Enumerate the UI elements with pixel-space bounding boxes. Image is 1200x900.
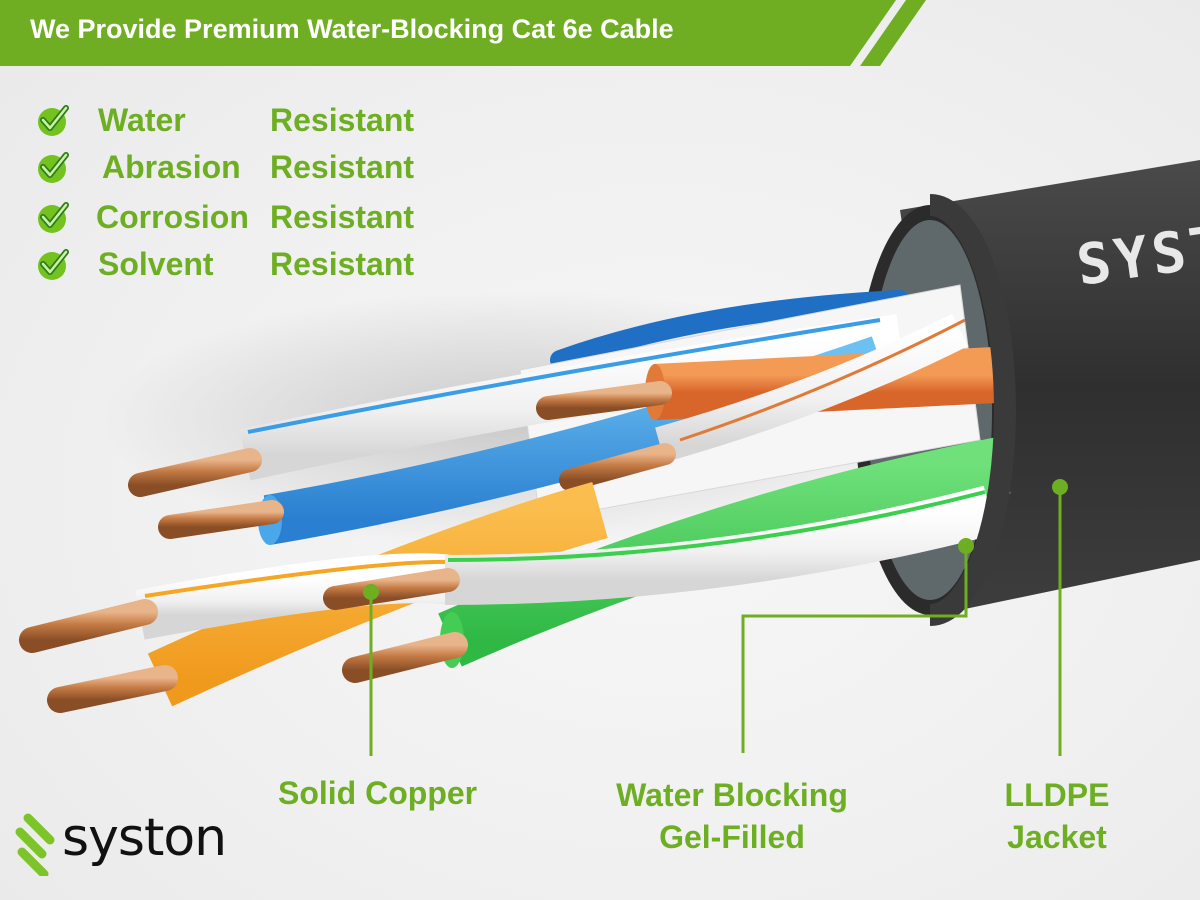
feature-item: Solvent Resistant [36, 244, 456, 284]
check-circle-icon [38, 202, 69, 233]
callout-jacket: LLDPE Jacket [990, 774, 1124, 858]
check-circle-icon [38, 152, 69, 183]
check-circle-icon [38, 105, 69, 136]
callout-water-blocking: Water Blocking Gel-Filled [606, 774, 858, 858]
feature-item: Corrosion Resistant [36, 197, 456, 237]
callout-line: Gel-Filled [659, 819, 805, 855]
leader-line-water-blocking [741, 546, 968, 753]
logo-text: syston [62, 808, 227, 868]
logo-mark-icon [15, 813, 55, 876]
feature-suffix: Resistant [270, 199, 415, 235]
brand-logo: syston [14, 808, 227, 882]
callout-dot-solid-copper [363, 584, 379, 600]
feature-item: Abrasion Resistant [36, 147, 456, 187]
banner-title: We Provide Premium Water-Blocking Cat 6e… [30, 14, 674, 44]
feature-name: Water [98, 102, 186, 138]
banner-shape [0, 0, 926, 66]
callout-line: Water Blocking [616, 777, 848, 813]
feature-name: Solvent [98, 246, 214, 282]
callout-line: Solid Copper [278, 775, 478, 811]
callout-dot-jacket [1052, 479, 1068, 495]
callout-dot-water-blocking [958, 538, 974, 554]
feature-suffix: Resistant [270, 149, 415, 185]
feature-suffix: Resistant [270, 102, 415, 138]
callout-line: Jacket [1007, 819, 1107, 855]
feature-name: Corrosion [96, 199, 249, 235]
feature-item: Water Resistant [36, 100, 456, 140]
callout-solid-copper: Solid Copper [278, 772, 477, 814]
check-circle-icon [38, 249, 69, 280]
header-banner: We Provide Premium Water-Blocking Cat 6e… [0, 0, 960, 66]
callout-leader-lines [369, 487, 1062, 756]
feature-suffix: Resistant [270, 246, 415, 282]
feature-name: Abrasion [102, 149, 241, 185]
callout-line: LLDPE [1004, 777, 1110, 813]
